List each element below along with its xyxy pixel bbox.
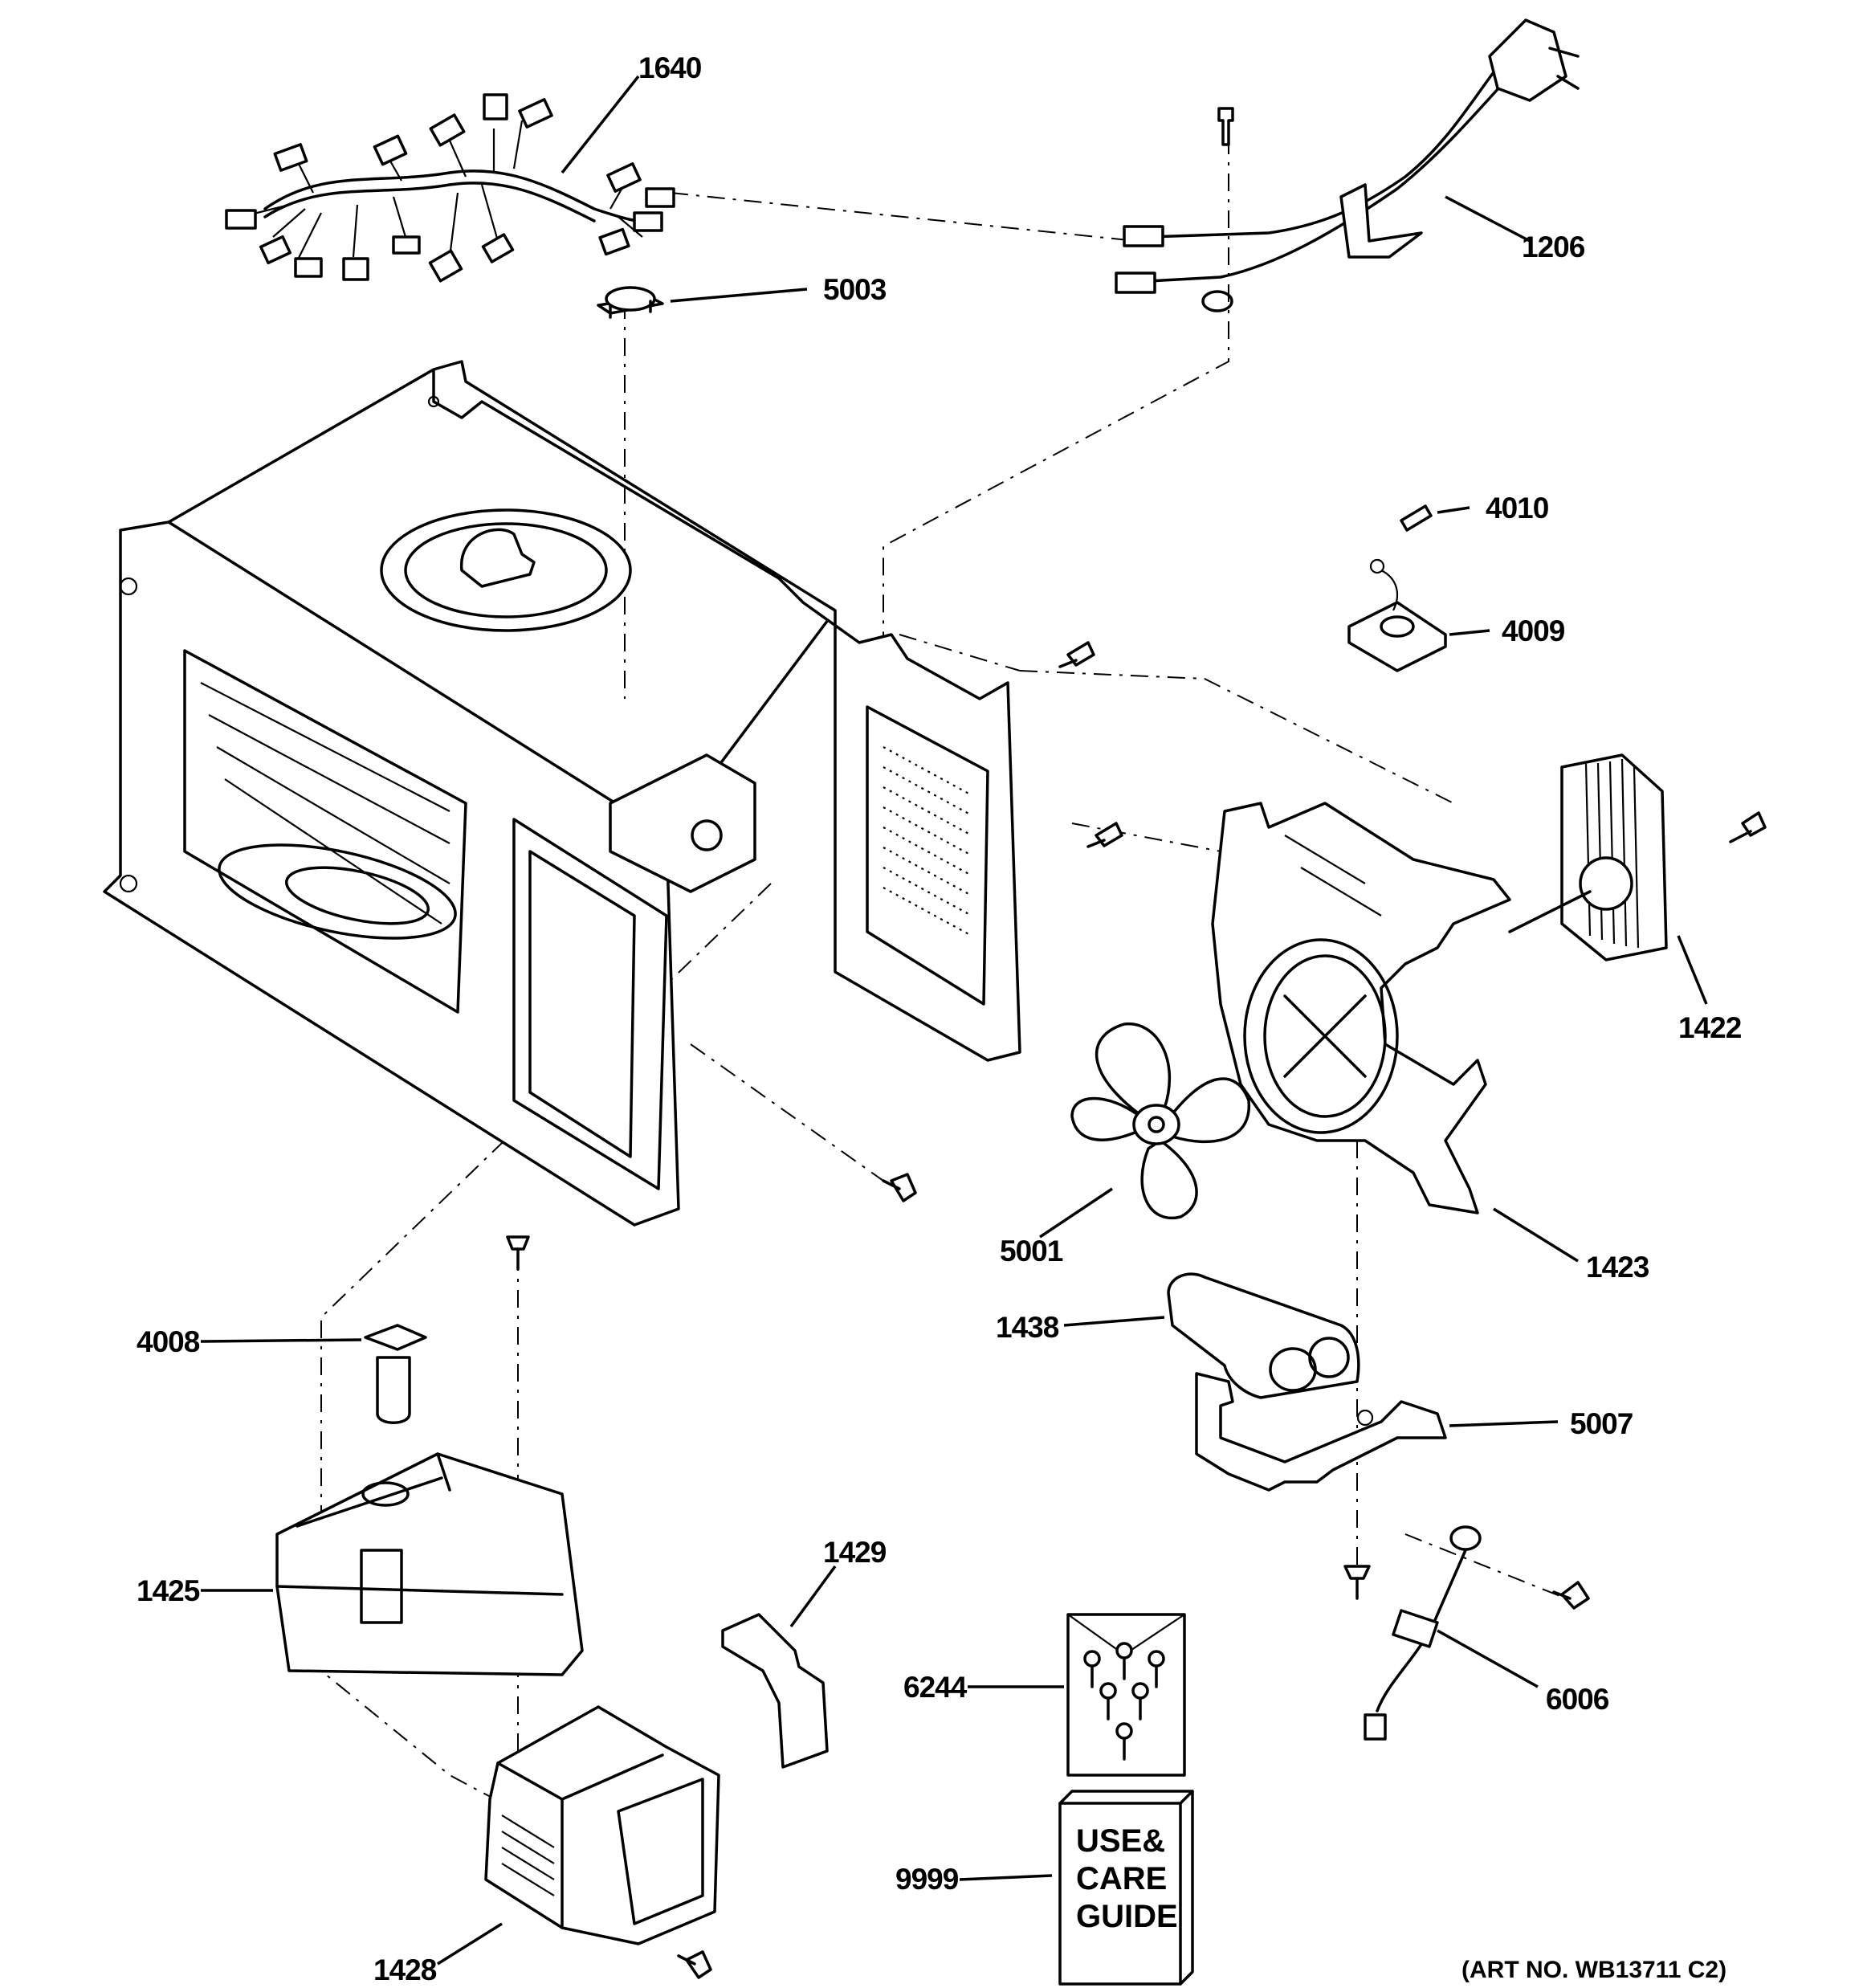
guide-line-1: USE& [1076, 1823, 1165, 1859]
fuse-4010 [1400, 504, 1433, 532]
screws [506, 641, 1767, 1979]
capacitor-1438 [1167, 1272, 1360, 1399]
wire-harness-1640 [225, 93, 675, 283]
magnetron-1428 [484, 1705, 720, 1945]
callout-4010: 4010 [1486, 492, 1549, 525]
art-number: (ART NO. WB13711 C2) [1461, 1957, 1726, 1983]
fan-housing-1423 [1211, 802, 1511, 1214]
filter-board-4009 [1347, 558, 1447, 672]
power-cord-1206 [1115, 18, 1580, 312]
callout-1640: 1640 [638, 51, 702, 84]
cavity-frame [103, 360, 1021, 1227]
bracket-1429 [721, 1613, 829, 1769]
use-care-guide-9999: USE& CARE GUIDE [1058, 1790, 1194, 1986]
guide-line-2: CARE [1076, 1861, 1167, 1896]
callout-1423: 1423 [1586, 1251, 1649, 1284]
callout-1422: 1422 [1678, 1011, 1742, 1044]
callout-1425: 1425 [137, 1574, 200, 1607]
wire-6006 [1364, 1525, 1482, 1741]
callout-labels: 1640 1206 5003 4010 4009 1422 5001 1423 … [137, 51, 1743, 1986]
callout-5003: 5003 [823, 273, 887, 306]
callout-9999: 9999 [895, 1863, 959, 1896]
callout-1206: 1206 [1522, 231, 1585, 263]
fan-blade-5001 [1070, 1023, 1250, 1220]
transformer-1422 [1508, 753, 1668, 961]
packet-screw-icons [1083, 1642, 1165, 1761]
callout-4008: 4008 [137, 1325, 200, 1358]
screw-packet-6244 [1066, 1613, 1186, 1777]
callout-1438: 1438 [996, 1311, 1059, 1344]
callout-1429: 1429 [823, 1536, 887, 1569]
sensor-4008 [364, 1324, 427, 1424]
leader-lines [200, 75, 1708, 1966]
guide-line-3: GUIDE [1076, 1899, 1178, 1934]
callout-6244: 6244 [903, 1671, 968, 1704]
cover-1425 [275, 1452, 584, 1676]
callout-5007: 5007 [1570, 1407, 1633, 1440]
callout-5001: 5001 [1000, 1235, 1063, 1268]
callout-1428: 1428 [373, 1953, 437, 1986]
thermal-fuse-5003 [597, 286, 664, 319]
bracket-5007 [1195, 1372, 1447, 1492]
callout-6006: 6006 [1546, 1683, 1609, 1716]
callout-4009: 4009 [1502, 614, 1565, 647]
